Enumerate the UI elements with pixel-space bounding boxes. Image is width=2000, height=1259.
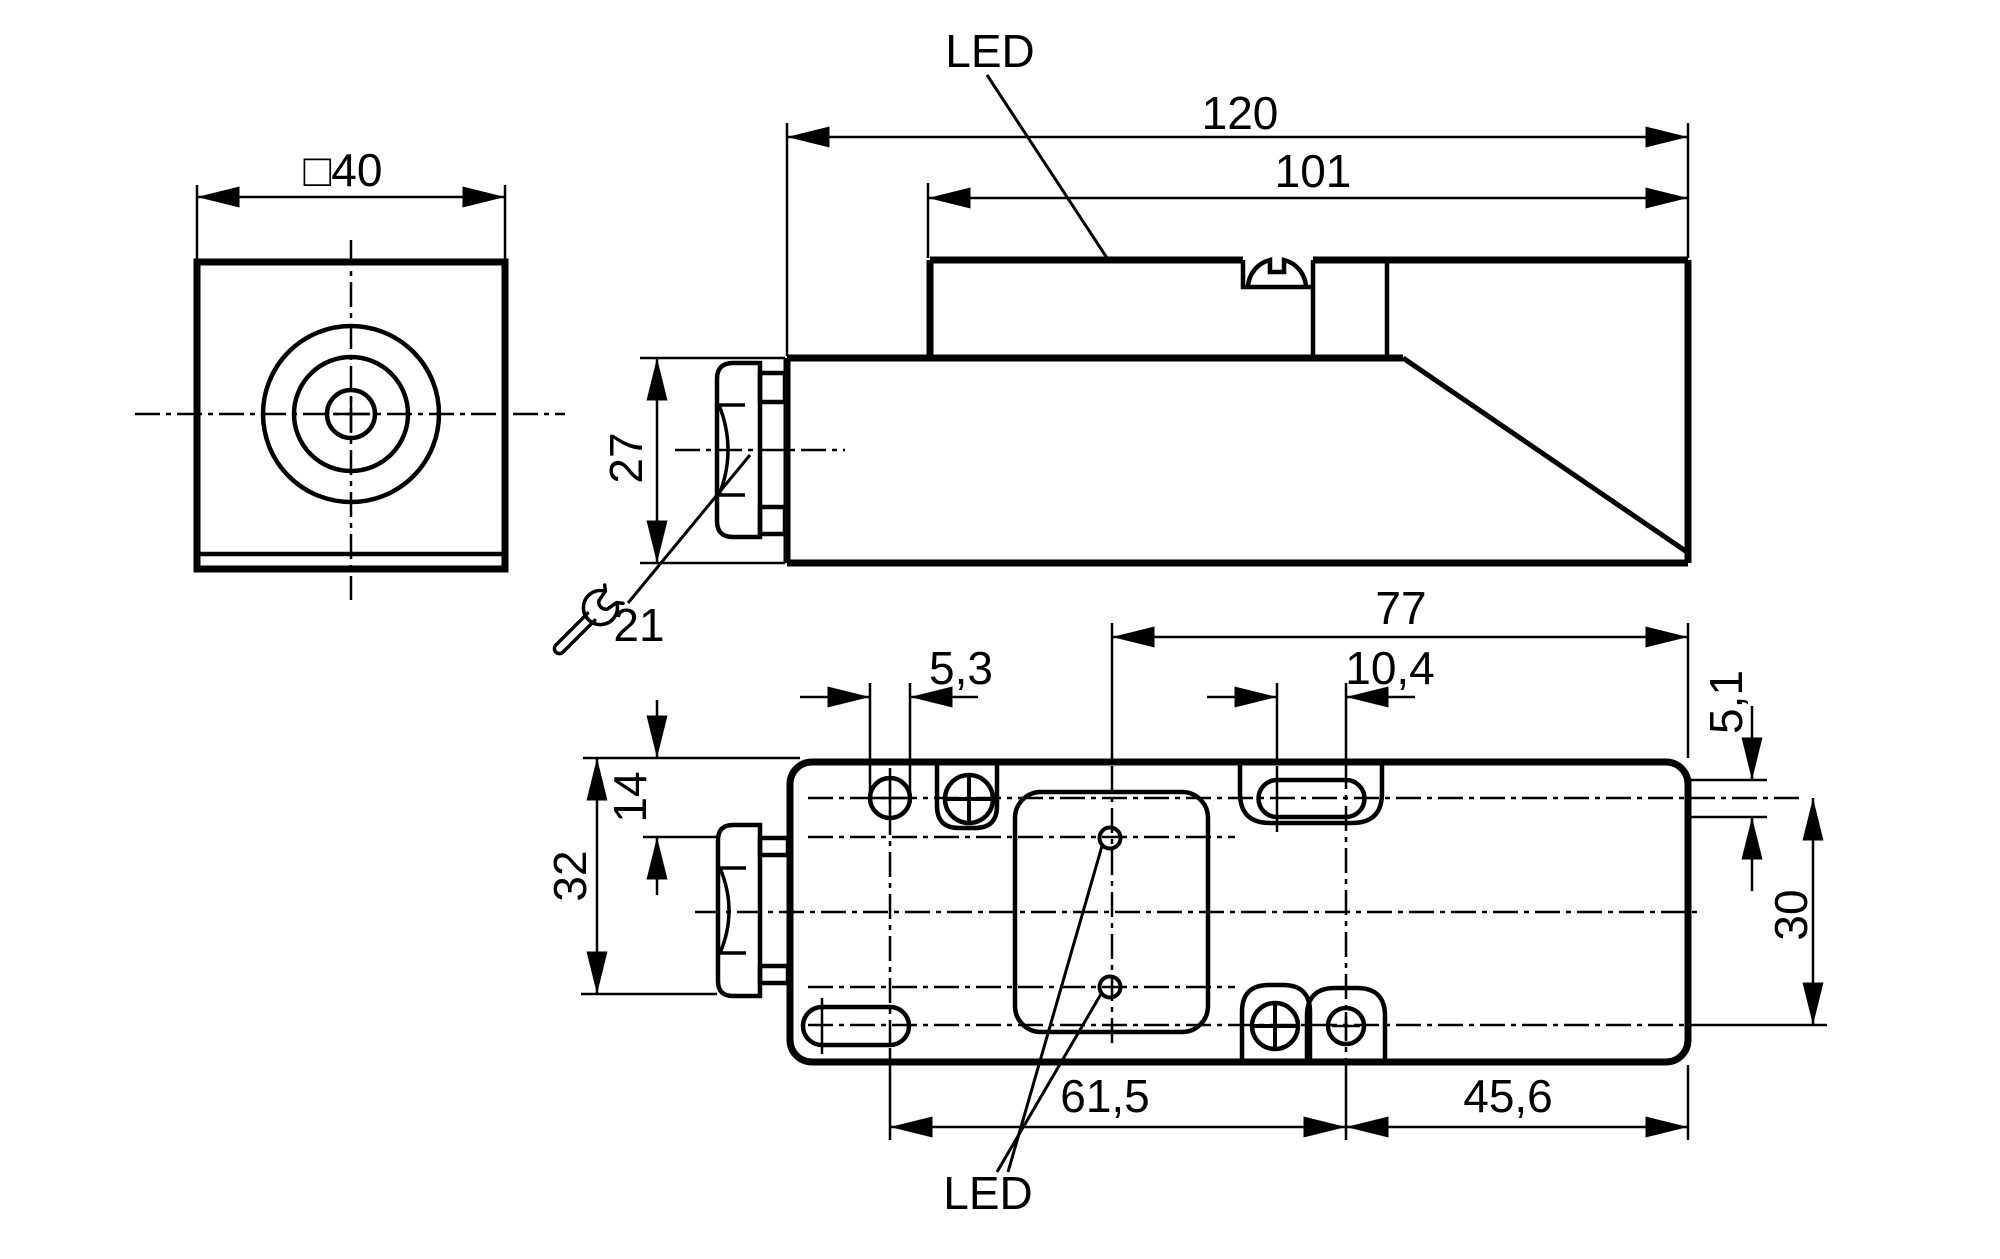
- bottom-led-leader-1: [995, 993, 1103, 1173]
- bottom-gland-nut-facets: [718, 866, 746, 955]
- side-gland-collar-top: [757, 370, 788, 405]
- slotted-screw-head-icon: [1245, 257, 1309, 288]
- wrench-icon: [552, 583, 625, 656]
- top-screw-notch: [934, 762, 1000, 831]
- side-screw-notch: [1240, 260, 1316, 290]
- top-slot-notch: [1237, 762, 1385, 826]
- bottom-gland-collar-bottom: [757, 963, 791, 986]
- dim-40-label: □40: [304, 144, 383, 196]
- dim-30-label: 30: [1765, 889, 1817, 940]
- front-view: □40: [135, 144, 565, 600]
- side-led-label: LED: [945, 25, 1034, 77]
- dim-615-label: 61,5: [1060, 1070, 1150, 1122]
- wrench-size-label: 21: [613, 599, 664, 651]
- dim-53-label: 5,3: [929, 642, 993, 694]
- dim-77-label: 77: [1375, 582, 1426, 634]
- side-led-leader-line: [985, 74, 1109, 259]
- dim-32-label: 32: [544, 850, 596, 901]
- bottom-led-label: LED: [943, 1167, 1032, 1219]
- dim-14-label: 14: [604, 771, 656, 822]
- dim-456-label: 45,6: [1463, 1070, 1553, 1122]
- bottom-gland-collar-top: [757, 835, 791, 858]
- bottom-gland-nut: [715, 822, 763, 999]
- dim-51-label: 5,1: [1700, 670, 1752, 734]
- side-gland-collar-bottom: [757, 504, 788, 537]
- dim-101-label: 101: [1275, 145, 1352, 197]
- wrench-leader-line: [626, 454, 752, 604]
- dim-104-label: 10,4: [1345, 642, 1435, 694]
- dim-120-label: 120: [1202, 87, 1279, 139]
- side-gland-nut: [714, 360, 763, 540]
- bottom-view: 77 5,3 10,4 14 32 5,1 30: [544, 582, 1827, 1219]
- side-view: 120 101 27 LED 21: [552, 25, 1692, 656]
- dim-27-label: 27: [600, 432, 652, 483]
- bottom-led-leader-2: [1006, 845, 1104, 1173]
- side-chamfer-diagonal: [1401, 355, 1689, 555]
